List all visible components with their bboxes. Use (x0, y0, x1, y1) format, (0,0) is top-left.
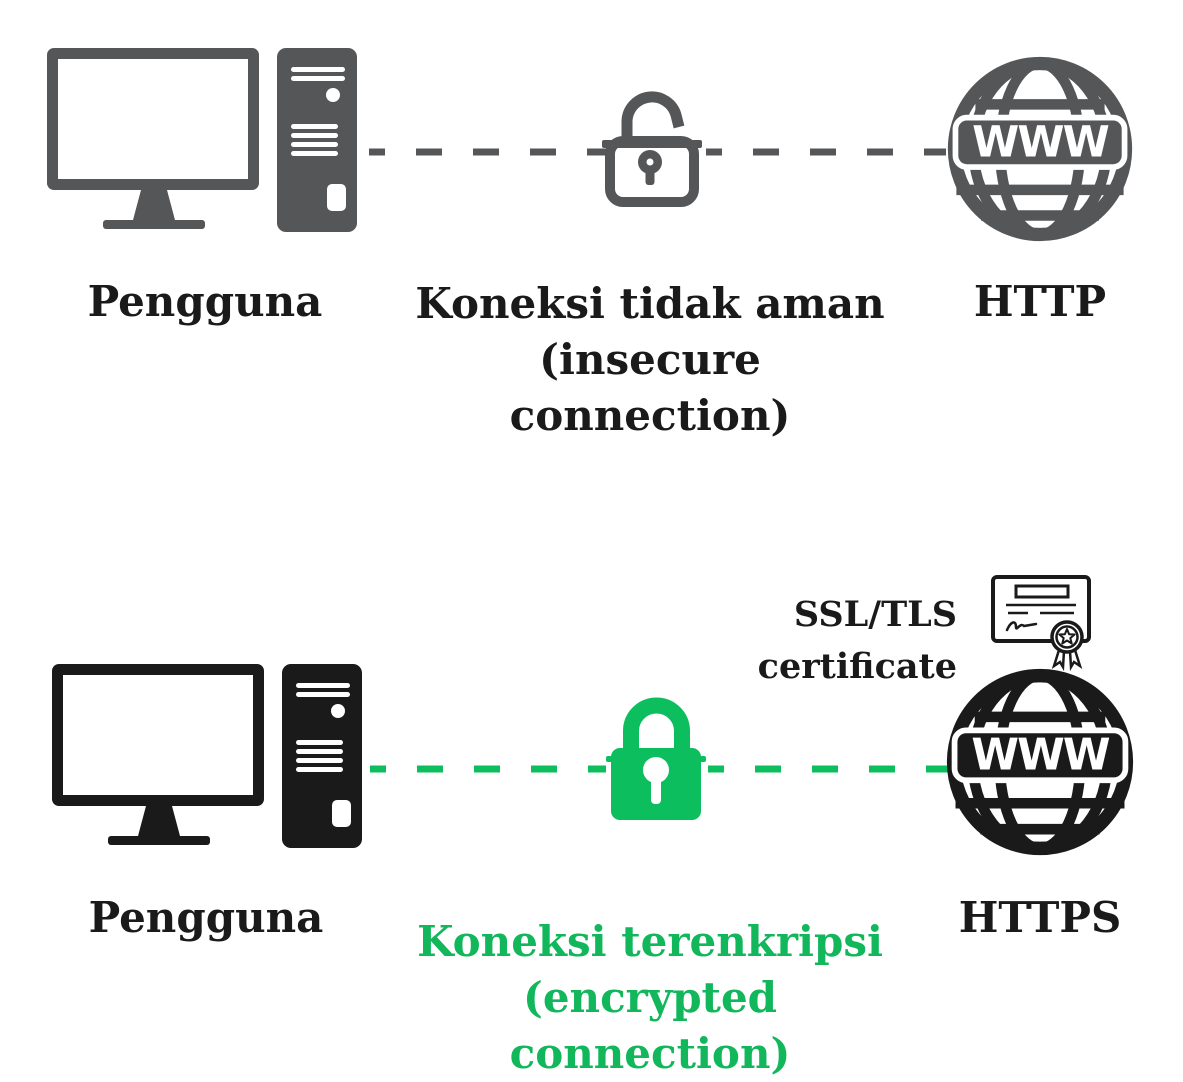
closed-padlock-icon (606, 694, 706, 828)
www-globe-icon: WWW (944, 666, 1136, 862)
dashed-connection-line (369, 141, 607, 160)
certificate-icon (988, 572, 1094, 676)
top-connection-line2: (insecure connection) (509, 335, 791, 440)
top-connection-line1: Koneksi tidak aman (415, 279, 885, 328)
bottom-protocol-label: HTTPS (958, 893, 1122, 942)
open-padlock-icon (600, 88, 704, 214)
certificate-label: SSL/TLS certificate (757, 594, 957, 687)
www-globe-icon: WWW (945, 54, 1135, 248)
bottom-connection-line1: Koneksi terenkripsi (417, 917, 883, 966)
desktop-computer-icon (50, 662, 368, 858)
top-protocol-label: HTTP (973, 277, 1107, 326)
desktop-computer-icon (45, 46, 363, 242)
dashed-connection-line (706, 141, 946, 160)
dashed-connection-line (370, 758, 606, 777)
globe-www-text: WWW (971, 731, 1109, 781)
top-connection-label: Koneksi tidak aman (insecure connection) (410, 276, 890, 444)
globe-www-text: WWW (972, 118, 1109, 168)
top-user-label: Pengguna (87, 277, 323, 326)
bottom-connection-label: Koneksi terenkripsi (encrypted connectio… (400, 914, 900, 1082)
bottom-connection-line2: (encrypted connection) (509, 973, 791, 1078)
dashed-connection-line (708, 758, 948, 777)
bottom-user-label: Pengguna (88, 893, 324, 942)
